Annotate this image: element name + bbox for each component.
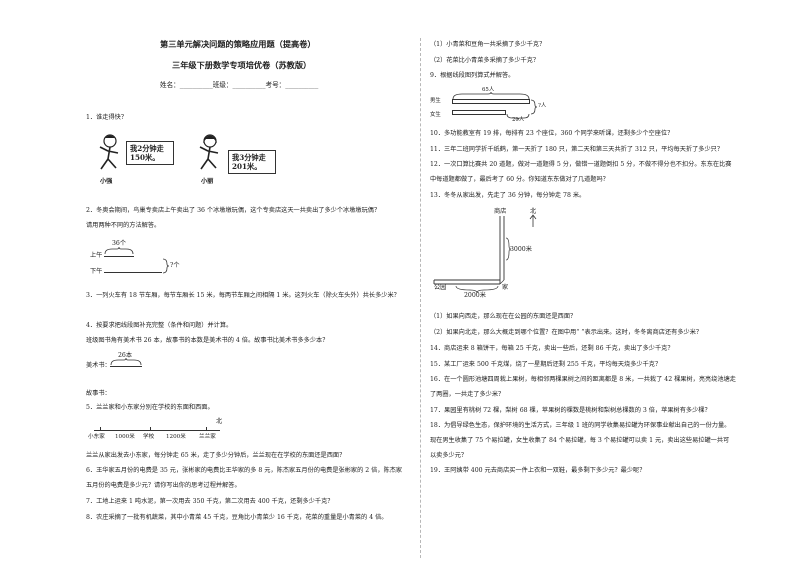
q13-label-shop: 商店 <box>494 208 507 215</box>
q13-label-2000: 2000米 <box>464 292 486 299</box>
q9-label-65: 65人 <box>482 87 495 93</box>
q9-label-girls: 女生 <box>430 112 441 118</box>
question-12-line1: 12．一次口算比赛共 20 道题，做对一道题得 5 分，做错一道题倒扣 5 分，… <box>430 161 732 168</box>
question-9: 9．根据线段图列算式并解答。 <box>430 72 515 79</box>
question-12-line2: 中每道题都做了，最后考了 60 分。你知道东东做对了几道题吗？ <box>430 176 609 183</box>
question-2-line2: 请用两种不同的方法解答。 <box>86 222 161 229</box>
question-13-sub2: （2）如果向北走，那么大概走到哪个位置？在图中用“ ”表示出来。这时，冬冬离商店… <box>430 329 703 336</box>
q13-label-3000: 3000米 <box>510 246 532 253</box>
question-6-line2: 五月份的电费是多少元？请你写出你的思考过程并解答。 <box>86 482 241 489</box>
q2-diagram-36: 36个 <box>112 240 127 247</box>
page-subtitle: 三年级下册数学专项培优卷（苏教版） <box>172 60 312 70</box>
question-2-line1: 2．冬奥会期间，鸟巢专卖店上午卖出了 36 个冰墩墩玩偶，这个专卖店这天一共卖出… <box>86 207 381 214</box>
question-15: 15．某工厂运来 500 千克煤，烧了一星期后还剩 255 千克，平均每天烧多少… <box>430 361 662 368</box>
q2-diagram-q: ?个 <box>170 262 180 269</box>
question-8-sub1: （1）小青菜和豆角一共采摘了多少千克？ <box>430 41 546 48</box>
question-17: 17．果园里有桃树 72 棵，梨树 68 棵，苹果树的棵数是桃树和梨树总棵数的 … <box>430 407 711 414</box>
q4-diagram-art: 美术书： <box>86 362 111 369</box>
q5-label-1000: 1000米 <box>115 434 135 440</box>
question-8: 8．农庄采摘了一批有机蔬菜，其中小青菜 45 千克，豆角比小青菜少 16 千克，… <box>86 514 388 521</box>
q9-label-boys: 男生 <box>430 98 441 104</box>
column-divider <box>420 38 421 558</box>
q2-brace-top <box>104 247 134 255</box>
q13-label-home: 家 <box>502 284 509 291</box>
question-4-line1: 4．按要求把线段图补充完整（条件和问题）并计算。 <box>86 322 233 329</box>
q5-tick-xd <box>100 427 101 431</box>
question-5-line1: 5．兰兰家和小东家分别在学校的东面和西面。 <box>86 404 214 411</box>
q2-diagram-pm: 下午 <box>90 268 103 275</box>
q9-brace-right <box>530 99 538 115</box>
student-info-line: 姓名：__________班级：__________考号：__________ <box>160 81 319 89</box>
question-10: 10．多功能教室有 19 排，每排有 23 个座位，360 个同学来听课，还剩多… <box>430 130 674 137</box>
q13-label-park: 公园 <box>434 284 447 291</box>
q2-pm-segment <box>104 272 162 273</box>
q5-label-xd: 小东家 <box>88 434 105 440</box>
question-4-line2: 班级图书角有美术书 26 本，故事书的本数是美术书的 4 倍。故事书比美术书多多… <box>86 337 329 344</box>
page-title: 第三单元解决问题的策略应用题（提高卷） <box>160 39 316 49</box>
name-xiaoqiang: 小强 <box>100 178 113 185</box>
question-14: 14．商店运来 8 箱饼干，每箱 25 千克，卖出一些后，还剩 86 千克，卖出… <box>430 345 674 352</box>
q4-diagram-26: 26本 <box>118 352 133 359</box>
q2-am-segment <box>104 256 134 257</box>
q5-north: 北 <box>216 418 223 425</box>
q2-diagram-am: 上午 <box>90 252 103 259</box>
question-3: 3．一列火车有 18 节车厢，每节车厢长 15 米，每两节车厢之间相隔 1 米。… <box>86 292 400 299</box>
q9-brace-top <box>452 92 530 100</box>
q9-label-q: ?人 <box>538 103 547 109</box>
question-13: 13．冬冬从家出发，先走了 36 分钟，每分钟走 78 米。 <box>430 192 586 199</box>
q2-brace-right <box>162 258 170 274</box>
question-6-line1: 6．王华家五月份的电费是 35 元，张彬家的电费比王华家的多 8 元，陈杰家五月… <box>86 467 403 474</box>
q5-label-school: 学校 <box>143 434 155 440</box>
question-18-line3: 以卖多少元？ <box>430 452 468 459</box>
runner-girl-illustration <box>199 134 219 170</box>
question-16-line2: 了两圈，一共走了多少米？ <box>430 391 505 398</box>
question-11: 11．三年二班同学折千纸鹤，第一天折了 180 只，第二天和第三天共折了 312… <box>430 146 724 153</box>
q9-brace-bottom <box>506 114 530 120</box>
q5-label-ll: 兰兰家 <box>199 434 216 440</box>
q4-brace <box>110 358 142 366</box>
q13-north-arrow <box>529 214 537 227</box>
question-18-line2: 现在男生收集了 75 个易拉罐，女生收集了 84 个易拉罐，每 3 个易拉罐可以… <box>430 437 730 444</box>
speech-bubble-xiaoqiang: 我2分钟走150米。 <box>126 141 174 165</box>
q13-route-map <box>433 216 512 294</box>
q4-diagram-story: 故事书： <box>86 390 111 397</box>
question-18-line1: 18．为倡导绿色生态，保护环境的生活方式，三年级 1 班的同学收集易拉罐为环保事… <box>430 422 731 429</box>
q5-tick-school <box>150 427 151 431</box>
question-5-line2: 兰兰从家出发去小东家，每分钟走 65 米，走了多少分钟后，兰兰现在在学校的东面还… <box>86 452 346 459</box>
runner-boy-illustration <box>99 134 119 170</box>
q5-tick-ll <box>206 427 207 431</box>
question-19: 19．王阿姨带 400 元去商店买一件上衣和一双鞋，最多剩下多少元？最少呢？ <box>430 467 646 474</box>
q9-girls-bar <box>452 110 506 115</box>
q9-boys-bar <box>452 99 530 104</box>
question-7: 7．工地上运来 1 吨水泥，第一次用去 350 千克，第二次用去 400 千克，… <box>86 498 334 505</box>
question-8-sub2: （2）花菜比小青菜多采摘了多少千克？ <box>430 57 540 64</box>
q5-road-line <box>94 430 220 431</box>
q5-label-1200: 1200米 <box>166 434 186 440</box>
q13-label-north: 北 <box>530 208 537 215</box>
speech-bubble-xiaoli: 我3分钟走201米。 <box>228 150 276 174</box>
question-13-sub1: （1）如果向西走，那么现在在公园的东面还是西面？ <box>430 313 577 320</box>
question-1: 1．谁走得快？ <box>86 114 128 121</box>
question-16-line1: 16．在一个圆形池塘四周栽上果树，每相邻两棵果树之间的距离都是 8 米，一共栽了… <box>430 376 736 383</box>
name-xiaoli: 小丽 <box>201 178 214 185</box>
q4-art-segment <box>110 366 142 367</box>
q9-label-20: 20人 <box>512 117 525 123</box>
